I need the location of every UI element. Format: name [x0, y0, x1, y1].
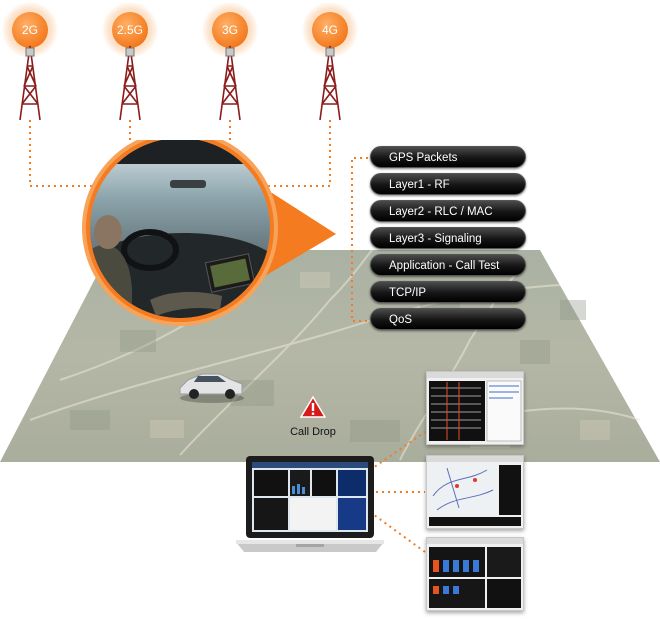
cell-tower-icon [119, 45, 141, 121]
layer-layer1-rf: Layer1 - RF [370, 173, 526, 195]
screenshot-map-view [426, 455, 524, 529]
warning-icon [299, 395, 327, 418]
layer-layer3-signaling: Layer3 - Signaling [370, 227, 526, 249]
layer-gps-packets: GPS Packets [370, 146, 526, 168]
screenshot-trace-view [426, 371, 524, 445]
call-drop-marker: Call Drop [278, 395, 348, 438]
drive-test-photo-callout [82, 140, 336, 326]
layer-layer2-rlc-mac: Layer2 - RLC / MAC [370, 200, 526, 222]
tower-4g: 4G [302, 2, 362, 132]
tower-label: 2.5G [112, 12, 148, 48]
layer-application-call-test: Application - Call Test [370, 254, 526, 276]
tower-label: 4G [312, 12, 348, 48]
screenshot-dashboard-view [426, 537, 524, 611]
layer-qos: QoS [370, 308, 526, 330]
protocol-layer-list: GPS Packets Layer1 - RF Layer2 - RLC / M… [370, 146, 526, 335]
tower-label: 2G [12, 12, 48, 48]
tower-2g: 2G [2, 2, 62, 132]
laptop-icon [236, 456, 384, 552]
call-drop-label: Call Drop [290, 426, 336, 438]
layer-tcp-ip: TCP/IP [370, 281, 526, 303]
tower-2-5g: 2.5G [102, 2, 162, 132]
cell-tower-icon [219, 45, 241, 121]
tower-3g: 3G [202, 2, 262, 132]
car-icon [179, 373, 244, 403]
cell-tower-icon [19, 45, 41, 121]
cell-tower-icon [319, 45, 341, 121]
tower-label: 3G [212, 12, 248, 48]
